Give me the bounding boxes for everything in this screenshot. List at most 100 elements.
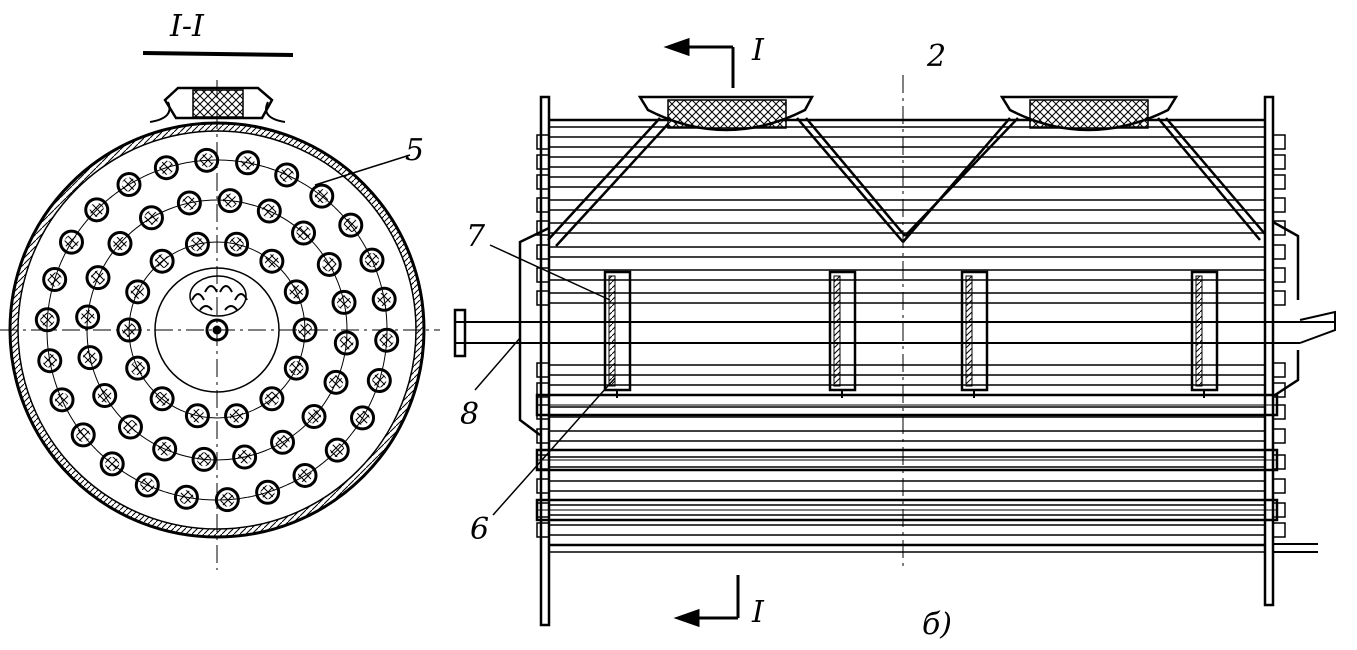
drain-pipe (1273, 543, 1318, 553)
tube-hole (224, 403, 250, 429)
tube-hole (75, 304, 101, 330)
tube-hole (232, 444, 258, 470)
tube-row (536, 134, 1286, 150)
tube-rows (535, 134, 1286, 538)
tube-hole (292, 462, 318, 488)
tube-hole (283, 355, 309, 381)
tube-row (536, 154, 1286, 170)
tube-hole (99, 451, 125, 477)
tube-hole (116, 172, 142, 198)
section-mark-top: I (752, 33, 764, 68)
tube-hole (49, 387, 75, 413)
center-hub (205, 318, 229, 342)
tube-hole (58, 229, 84, 255)
section-title-underline (142, 51, 294, 57)
tube-row (536, 404, 1286, 420)
inner-slots (191, 285, 248, 311)
tube-row (536, 267, 1286, 283)
tube-row (536, 478, 1286, 494)
part-label-5: 5 (405, 133, 425, 168)
tube-hole (117, 414, 143, 440)
leader-7 (489, 244, 611, 301)
tube-hole (255, 479, 281, 505)
tube-hole (350, 405, 376, 431)
leader-8 (474, 337, 521, 391)
disk-support (603, 270, 632, 398)
tube-hole (316, 251, 342, 277)
disk-support (1190, 270, 1219, 398)
tube-row (536, 197, 1286, 213)
tube-hole (116, 317, 142, 343)
tube-hole (173, 484, 199, 510)
tube-hole (77, 345, 103, 371)
tube-hole (70, 422, 96, 448)
tube-hole (149, 248, 175, 274)
tube-row (536, 502, 1286, 518)
tube-row (536, 522, 1286, 538)
tube-hole (42, 266, 68, 292)
tube-hole (283, 279, 309, 305)
tube-hole (301, 404, 327, 430)
part-label-8: 8 (460, 397, 480, 432)
tube-hole (184, 403, 210, 429)
tube-hole (191, 446, 217, 472)
tube-hole (37, 348, 63, 374)
tube-hole (152, 436, 178, 462)
tube-hole (184, 231, 210, 257)
leader-6 (492, 377, 616, 516)
part-label-7: 7 (466, 219, 486, 254)
tube-hole (374, 327, 400, 353)
tube-hole (291, 220, 317, 246)
tube-hole (371, 286, 397, 312)
tube-hole (107, 230, 133, 256)
tube-hole (84, 197, 110, 223)
top-nozzle-left (637, 95, 815, 132)
tube-hole (292, 317, 318, 343)
subfigure-label: б) (922, 607, 953, 642)
tube-hole (331, 289, 357, 315)
tube-hole (85, 265, 111, 291)
disk-support (960, 270, 989, 398)
tube-hole (359, 247, 385, 273)
top-nozzle-right (999, 95, 1179, 132)
tube-hole (270, 429, 296, 455)
section-title: I-I (170, 9, 204, 44)
tube-hole (323, 369, 349, 395)
tube-hole (34, 307, 60, 333)
cross-section-view (0, 51, 440, 570)
right-header (1272, 220, 1300, 397)
tube-hole (92, 383, 118, 409)
tube-hole (259, 386, 285, 412)
tube-row (536, 454, 1286, 470)
tube-hole (194, 147, 220, 173)
tube-hole (125, 279, 151, 305)
section-mark-bottom: I (752, 595, 764, 630)
tube-hole (309, 183, 335, 209)
tube-hole (324, 437, 350, 463)
tube-hole (333, 330, 359, 356)
part-label-6: 6 (470, 512, 490, 547)
tube-hole (338, 212, 364, 238)
tube-row (536, 362, 1286, 378)
leader-5 (314, 154, 411, 186)
tube-hole (224, 231, 250, 257)
tube-hole (138, 205, 164, 231)
top-nozzle (163, 86, 274, 120)
tube-hole (214, 487, 240, 513)
tube-holes (34, 147, 400, 513)
section-arrow-bottom (673, 575, 740, 628)
section-arrow-top (663, 37, 735, 88)
central-pipe (453, 308, 1336, 358)
leader-lines (314, 154, 616, 516)
baffle-v-plates (547, 117, 1266, 247)
tube-hole (274, 162, 300, 188)
left-header (518, 226, 550, 436)
bold-tube (535, 448, 1279, 472)
tube-hole (153, 155, 179, 181)
disk-support (828, 270, 857, 398)
tube-hole (235, 150, 261, 176)
tube-row (536, 244, 1286, 260)
tube-hole (176, 190, 202, 216)
longitudinal-view (314, 37, 1336, 628)
